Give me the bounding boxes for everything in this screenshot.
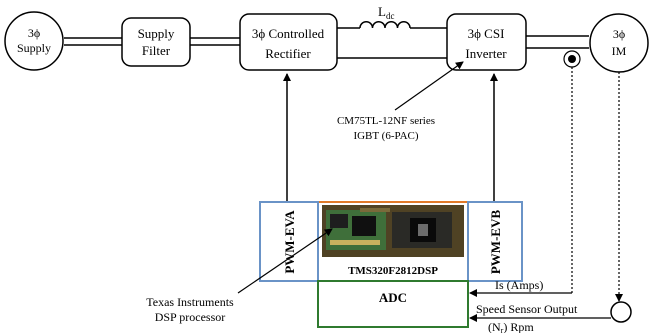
speed-signal-label: Speed Sensor Output xyxy=(476,302,578,316)
dsp-board-image xyxy=(322,205,464,257)
adc-block xyxy=(317,280,469,328)
pwm-eva-block xyxy=(259,201,319,282)
rectifier-label-1: 3ϕ Controlled xyxy=(252,26,325,41)
speed-sensor-circle xyxy=(610,301,632,323)
current-signal-label: Is (Amps) xyxy=(495,278,543,292)
power-path xyxy=(64,27,589,59)
speed-unit-label: (Nr) Rpm xyxy=(488,320,534,333)
inductor-coil xyxy=(359,21,411,29)
igbt-label-1: CM75TL-12NF series xyxy=(337,115,435,127)
supply-circle xyxy=(4,11,64,71)
filter-label-1: Supply xyxy=(138,26,175,41)
igbt-pointer xyxy=(394,61,464,111)
motor-circle xyxy=(589,13,649,73)
igbt-label-2: IGBT (6-PAC) xyxy=(353,130,418,142)
adc-label: ADC xyxy=(379,290,407,305)
pwm-evb-block xyxy=(467,201,523,282)
rectifier-label-2: Rectifier xyxy=(265,46,311,61)
ti-label-1: Texas Instruments xyxy=(146,295,234,309)
inductor-label: Ldc xyxy=(378,4,394,21)
motor-label-2: IM xyxy=(612,44,627,58)
current-sensor-dot xyxy=(568,55,576,63)
pwm-eva-label: PWM-EVA xyxy=(282,210,297,274)
pwm-evb-label: PWM-EVB xyxy=(488,210,503,275)
supply-label-1: 3ϕ xyxy=(28,26,40,40)
motor-label-1: 3ϕ xyxy=(613,27,625,41)
rectifier-block xyxy=(239,13,338,71)
inverter-label-2: Inverter xyxy=(465,46,507,61)
supply-filter-block xyxy=(121,17,191,67)
filter-label-2: Filter xyxy=(142,43,171,58)
inverter-block xyxy=(446,13,527,71)
ti-label-2: DSP processor xyxy=(155,310,226,324)
supply-label-2: Supply xyxy=(17,41,51,55)
dsp-chip-label: TMS320F2812DSP xyxy=(348,265,438,277)
inverter-label-1: 3ϕ CSI xyxy=(468,26,505,41)
ti-pointer xyxy=(237,228,333,294)
